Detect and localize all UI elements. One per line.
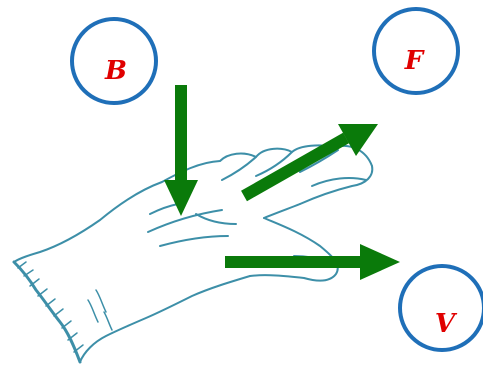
force-label: F xyxy=(405,48,423,74)
magnetic-field-label-circle: B xyxy=(70,17,158,105)
open-hand-icon xyxy=(14,145,372,362)
arrow-down-icon xyxy=(164,85,198,216)
force-label-circle: F xyxy=(372,7,460,95)
magnetic-field-label: B xyxy=(105,58,127,84)
velocity-label-circle: V xyxy=(398,264,483,352)
arrow-right-icon xyxy=(225,244,400,280)
velocity-label: V xyxy=(435,311,455,337)
